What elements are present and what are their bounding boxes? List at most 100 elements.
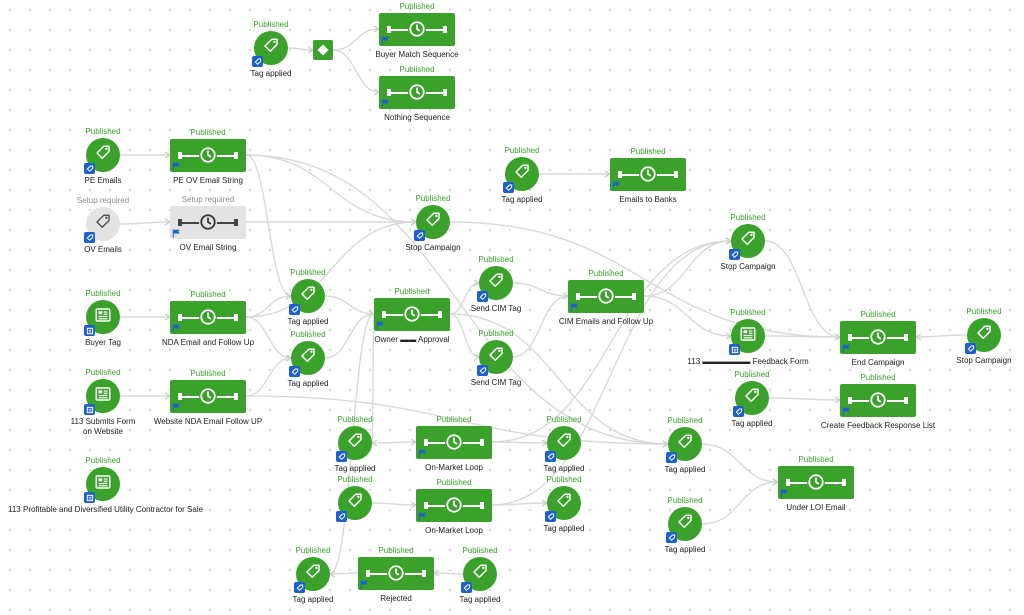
node-label: Tag applied [287,379,329,388]
node-label: Owner ▬▬ Approval [374,334,450,344]
timeline-start [382,310,386,318]
tag-badge-icon [294,582,305,593]
tag-badge-icon [336,511,347,522]
status-label: Published [85,456,121,465]
status-label: Published [667,416,703,425]
tag-icon [975,324,993,347]
arrow-head [370,439,378,447]
tag-icon [94,144,112,167]
connector-line [768,397,841,401]
node-label: Tag applied [501,195,543,204]
tag-badge-icon [666,452,677,463]
status-label: Published [253,20,289,29]
sequence-node[interactable] [170,205,246,239]
tag-badge-icon [729,249,740,260]
connector-line [512,282,569,297]
timeline-start [424,438,428,446]
tag-badge-icon [545,451,556,462]
timeline-end [234,313,238,321]
tag-badge-icon [336,451,347,462]
sequence-node[interactable] [416,425,492,459]
node-label: Emails to Banks [619,194,677,204]
status-label: Published [290,268,326,277]
status-label: Published [860,309,896,319]
connector-line [764,335,841,338]
status-label: Published [546,415,582,424]
node-label: On-Market Loop [425,525,483,535]
status-label: Published [190,368,226,378]
sequence-node[interactable] [358,556,434,590]
form-icon [739,325,757,348]
status-label: Published [860,372,896,382]
tag-icon [471,563,489,586]
status-label: Published [730,213,766,222]
tag-badge-icon [84,232,95,243]
timeline-end [674,170,678,178]
status-label: Published [85,289,121,298]
sequence-node[interactable] [170,138,246,172]
connector-line [764,240,841,338]
status-label: Published [504,146,540,155]
timeline-start [387,25,391,33]
status-label: Published [478,329,514,338]
tag-badge-icon [545,511,556,522]
node-label: Rejected [380,593,412,603]
status-label: Published [436,477,472,487]
sequence-node[interactable] [379,12,455,46]
sequence-node[interactable] [778,465,854,499]
sequence-node[interactable] [379,75,455,109]
timeline-end [904,396,908,404]
timeline-start [576,292,580,300]
tag-icon [555,492,573,515]
connector-line [119,221,171,225]
node-label: Tag applied [731,419,773,428]
sequence-node[interactable] [610,157,686,191]
node-label: Tag applied [664,545,706,554]
sequence-node[interactable] [568,279,644,313]
connector-line [491,441,548,444]
node-label: On-Market Loop [425,462,483,472]
status-label: Published [730,308,766,317]
connector-line [329,572,359,575]
status-label: Published [630,146,666,156]
sequence-node[interactable] [170,379,246,413]
timeline-end [422,569,426,577]
timeline-start [618,170,622,178]
decision-diamond[interactable] [313,40,333,60]
tag-badge-icon [666,532,677,543]
tag-icon [555,432,573,455]
sequence-node[interactable] [416,488,492,522]
tag-icon [346,492,364,515]
node-label: Stop Campaign [405,243,461,252]
sequence-node[interactable] [840,320,916,354]
timeline-start [387,88,391,96]
timeline-start [848,333,852,341]
sequence-node[interactable] [374,297,450,331]
status-label: Published [734,370,770,379]
sequence-node[interactable] [170,300,246,334]
node-label: Send CIM Tag [470,304,522,313]
node-label: OV Emails [84,245,122,254]
timeline-start [178,218,182,226]
status-label: Published [337,475,373,484]
connector-line [915,334,968,338]
connector-line [287,47,314,51]
arrow-head [914,333,922,341]
status-label: Published [966,307,1002,316]
tag-badge-icon [965,343,976,354]
node-label: Tag applied [459,595,501,604]
sequence-node[interactable] [840,383,916,417]
status-label: Published [85,368,121,377]
tag-badge-icon [289,366,300,377]
status-label: Published [667,496,703,505]
connector-line [491,502,548,506]
connector-line [371,502,417,506]
node-label: Tag applied [334,464,376,473]
diamond-icon [317,44,329,56]
tag-icon [299,347,317,370]
timeline-end [443,25,447,33]
form-icon [94,473,112,496]
node-label: 113 Profitable and Diversified Utility C… [8,505,204,514]
status-label: Published [399,64,435,74]
